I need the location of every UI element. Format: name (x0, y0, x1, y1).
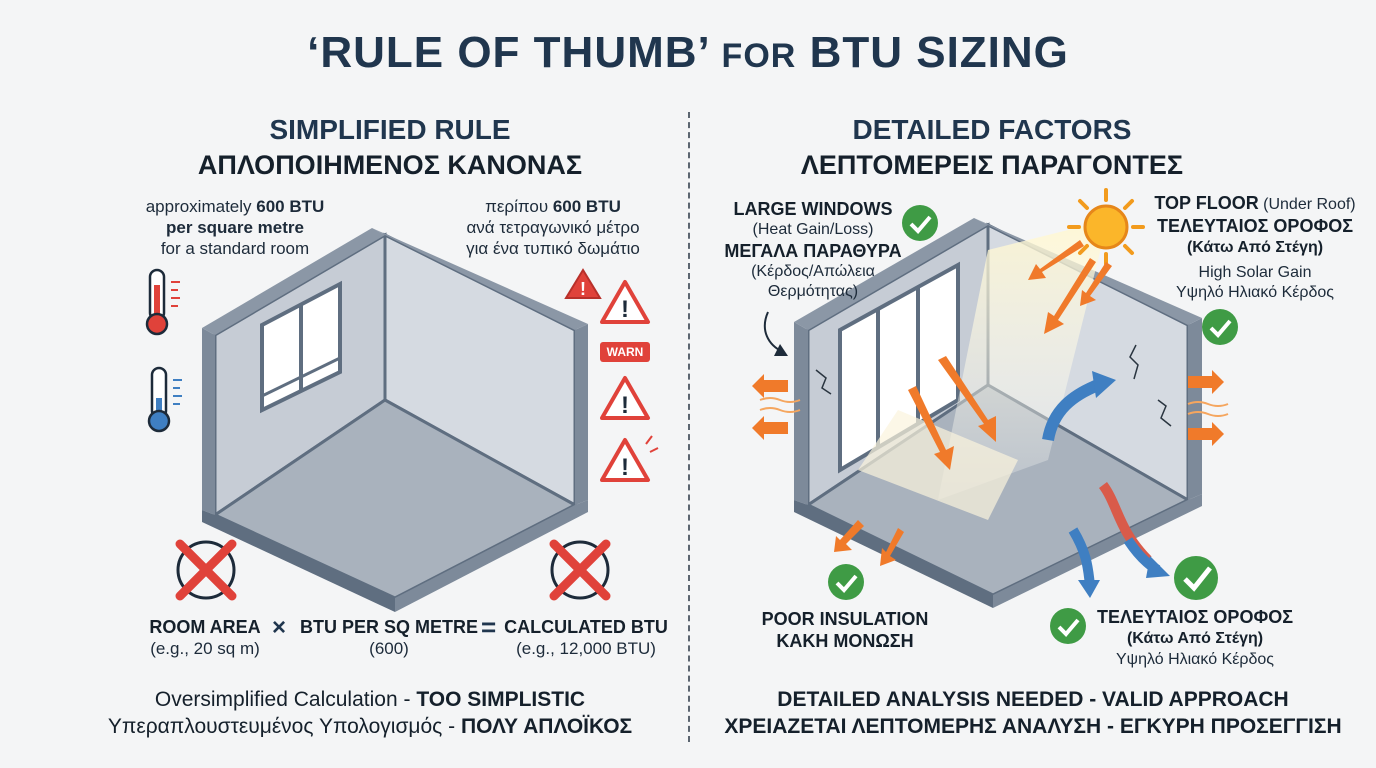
sunlight-floor-patch (858, 410, 1018, 520)
room-window (260, 280, 342, 414)
sunlight-beam (938, 220, 1108, 500)
heat-waves-right (1187, 401, 1229, 417)
formula-room-area: ROOM AREA (e.g., 20 sq m) (149, 617, 261, 658)
svg-text:!: ! (621, 454, 629, 481)
heat-loss-arrows-left (752, 374, 788, 440)
heat-loss-arrows-right (1188, 370, 1224, 446)
check-icon (1202, 309, 1238, 345)
heat-waves-left (759, 397, 801, 413)
page-title: ‘RULE OF THUMB’ FOR BTU SIZING (307, 28, 1069, 77)
warning-icon: ! (600, 280, 650, 324)
solar-gain-arrows (908, 240, 1112, 470)
note-en: approximately 600 BTU per square metre f… (145, 197, 325, 258)
warning-icon: ! (564, 268, 602, 299)
formula-calculated-btu: CALCULATED BTU (e.g., 12,000 BTU) (504, 617, 668, 658)
x-mark-icon (175, 539, 237, 601)
top-floor-label: TOP FLOOR (Under Roof) ΤΕΛΕΥΤΑΙΟΣ ΟΡΟΦΟΣ… (1154, 193, 1356, 301)
right-heading-gr: ΛΕΠΤΟΜΕΡΕΙΣ ΠΑΡΑΓΟΝΤΕΣ (800, 150, 1184, 180)
thermometer-cold-icon (147, 366, 182, 433)
left-heading-en: SIMPLIFIED RULE (269, 114, 511, 145)
warning-icon: ! (600, 435, 659, 482)
airflow-arrows (1042, 371, 1170, 598)
wall-cracks (815, 344, 1172, 427)
insulation-arrows (834, 520, 904, 566)
x-mark-icon (549, 539, 611, 601)
simple-room (202, 228, 588, 612)
top-floor-bottom-label: ΤΕΛΕΥΤΑΙΟΣ ΟΡΟΦΟΣ (Κάτω Από Στέγη) Υψηλό… (1096, 607, 1294, 668)
left-verdict: Oversimplified Calculation - TOO SIMPLIS… (107, 688, 633, 738)
formula-btu-per-sq-metre: BTU PER SQ METRE (600) (299, 617, 478, 658)
section-divider (688, 112, 690, 742)
thermometer-hot-icon (145, 268, 180, 336)
detailed-room-illustration (752, 188, 1238, 644)
right-verdict: DETAILED ANALYSIS NEEDED - VALID APPROAC… (724, 688, 1342, 738)
warn-badge: WARN (600, 342, 650, 362)
left-heading-gr: ΑΠΛΟΠΟΙΗΜΕΝΟΣ ΚΑΝΟΝΑΣ (197, 150, 583, 180)
note-gr: περίπου 600 BTU ανά τετραγωνικό μέτρο γι… (466, 197, 640, 258)
sun-icon (1067, 188, 1145, 266)
right-heading-en: DETAILED FACTORS (852, 114, 1132, 145)
warning-icon: ! (600, 376, 650, 420)
check-icon (828, 564, 864, 600)
insulation-label: POOR INSULATION ΚΑΚΗ ΜΟΝΩΣΗ (761, 609, 929, 651)
windows-label: LARGE WINDOWS (Heat Gain/Loss) ΜΕΓΑΛΑ ΠΑ… (724, 199, 902, 300)
simple-room-illustration: ! ! ! ! (145, 228, 659, 612)
svg-text:!: ! (580, 279, 586, 299)
check-icon (902, 205, 938, 241)
svg-text:!: ! (621, 296, 629, 323)
multiply-operator: × (272, 614, 287, 641)
check-icon (1050, 608, 1086, 644)
check-icon (1174, 556, 1218, 600)
equals-operator: = (481, 612, 497, 642)
svg-text:!: ! (621, 392, 629, 419)
